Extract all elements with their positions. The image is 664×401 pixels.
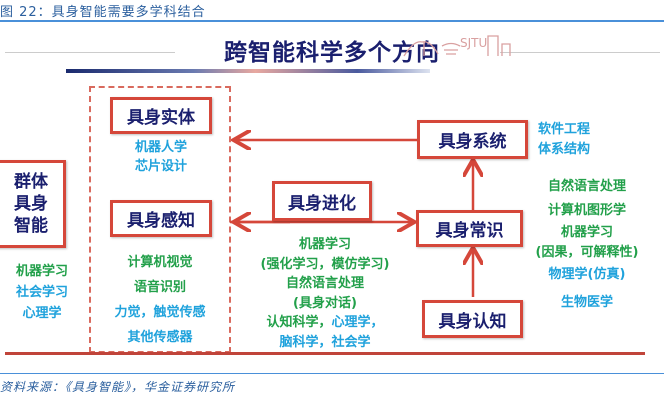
label: (具身对话) xyxy=(293,295,357,311)
label: 生物医学 xyxy=(560,295,613,310)
diagram-title: 跨智能科学多个方向 xyxy=(224,40,440,66)
label: 计算机图形学 xyxy=(547,203,626,218)
evolution-labels: 机器学习 (强化学习，模仿学习) 自然语言处理 (具身对话) 认知科学，心理学，… xyxy=(240,235,410,352)
node-embodied-evolution: 具身进化 xyxy=(272,181,372,221)
node-group-intelligence: 群体具身智能 xyxy=(0,160,66,248)
label: 自然语言处理 xyxy=(547,179,626,194)
baseline-rule xyxy=(5,352,645,355)
label: 机器人学 xyxy=(134,140,187,155)
perception-labels: 计算机视觉 语音识别 力觉，触觉传感 其他传感器 xyxy=(95,250,225,350)
entity-labels: 机器人学 芯片设计 xyxy=(110,138,212,176)
label: (因果，可解释性) xyxy=(535,245,639,260)
title-underline xyxy=(66,69,430,73)
label: 体系结构 xyxy=(538,142,591,157)
logo-text: SJTU xyxy=(460,36,488,50)
system-labels: 软件工程 体系结构 xyxy=(538,120,618,160)
node-label: 具身认知 xyxy=(438,311,507,332)
label: 物理学(仿真) xyxy=(548,267,626,282)
sjtu-logo-icon xyxy=(403,35,511,57)
node-embodied-perception: 具身感知 xyxy=(110,200,212,237)
label: 其他传感器 xyxy=(127,330,193,345)
label: 芯片设计 xyxy=(134,159,187,174)
label: 心理学， xyxy=(331,315,384,330)
label: 认知科学， xyxy=(266,315,332,330)
label: 机器学习 xyxy=(560,225,613,240)
source-note: 资料来源：《具身智能》，华金证券研究所 xyxy=(0,380,236,394)
label: (强化学习，模仿学习) xyxy=(260,256,390,272)
title-rule-left xyxy=(5,52,175,53)
figure-caption: 图 22：具身智能需要多学科结合 xyxy=(0,5,206,20)
caption-divider xyxy=(0,20,664,22)
label: 软件工程 xyxy=(538,122,591,137)
label: 语音识别 xyxy=(133,280,186,295)
node-label: 具身进化 xyxy=(288,193,356,214)
commonsense-labels: 自然语言处理 计算机图形学 机器学习 (因果，可解释性) 物理学(仿真) 生物医… xyxy=(512,175,662,315)
label: 机器学习 xyxy=(298,237,351,252)
node-label: 具身常识 xyxy=(435,221,504,241)
title-rule-right xyxy=(500,52,660,53)
node-embodied-cognition: 具身认知 xyxy=(422,300,523,338)
node-label: 具身实体 xyxy=(127,108,195,128)
node-embodied-entity: 具身实体 xyxy=(110,97,212,134)
node-embodied-system: 具身系统 xyxy=(417,120,528,159)
label: 力觉，触觉传感 xyxy=(114,305,206,320)
node-label: 具身感知 xyxy=(127,211,195,231)
label: 脑科学，社会学 xyxy=(279,334,371,350)
source-divider xyxy=(0,373,664,374)
label: 社会学习 xyxy=(15,285,68,300)
label: 计算机视觉 xyxy=(127,255,193,270)
node-label: 具身系统 xyxy=(438,132,507,152)
group-labels: 机器学习 社会学习 心理学 xyxy=(2,261,82,324)
node-label: 群体具身智能 xyxy=(14,172,48,236)
label: 自然语言处理 xyxy=(285,276,364,291)
label: 机器学习 xyxy=(15,264,68,279)
label: 心理学 xyxy=(22,306,62,321)
node-embodied-commonsense: 具身常识 xyxy=(416,210,523,247)
